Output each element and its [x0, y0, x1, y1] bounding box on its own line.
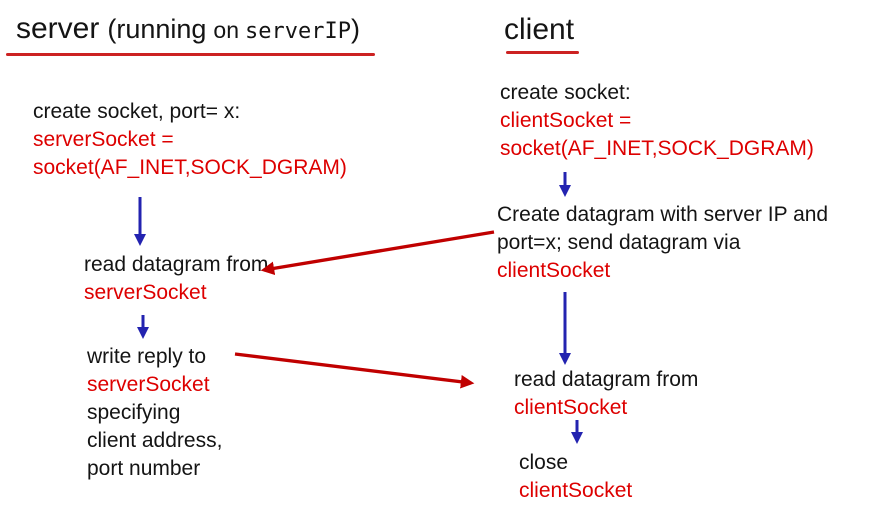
client-title-underline	[506, 51, 579, 54]
server-title-underline	[6, 53, 375, 56]
server-write-reply-block: write reply to serverSocket specifying c…	[87, 343, 222, 483]
text-line: create socket:	[500, 81, 631, 104]
server-title-word: server	[16, 12, 100, 45]
text-line: socket(AF_INET,SOCK_DGRAM)	[500, 137, 814, 160]
text-line: Create datagram with server IP and	[497, 203, 829, 226]
server-title-paren: (running	[107, 14, 207, 44]
client-read-datagram-block: read datagram from clientSocket	[514, 366, 698, 422]
text-line: socket(AF_INET,SOCK_DGRAM)	[33, 156, 347, 179]
client-close-socket-block: close clientSocket	[519, 449, 632, 505]
text-line: read datagram from	[514, 368, 699, 391]
server-create-socket-block: create socket, port= x: serverSocket = s…	[33, 98, 347, 182]
reply-arrow-server-to-client	[234, 352, 475, 389]
text-line: serverSocket =	[33, 128, 174, 151]
text-line: clientSocket	[519, 479, 633, 502]
client-create-socket-block: create socket: clientSocket = socket(AF_…	[500, 79, 814, 163]
text-line: clientSocket	[514, 396, 628, 419]
text-line: client address,	[87, 429, 223, 452]
text-line: port number	[87, 457, 201, 480]
text-line: specifying	[87, 401, 181, 424]
server-title-paren-close: )	[350, 14, 360, 44]
datagram-arrow-client-to-server	[260, 230, 495, 276]
text-line: create socket, port= x:	[33, 100, 241, 123]
text-line: clientSocket =	[500, 109, 632, 132]
server-title-on: on	[213, 17, 240, 43]
server-read-datagram-block: read datagram from serverSocket	[84, 251, 268, 307]
client-send-datagram-block: Create datagram with server IP and port=…	[497, 201, 828, 285]
text-line: close	[519, 451, 569, 474]
text-line: serverSocket	[87, 373, 210, 396]
text-line: write reply to	[87, 345, 207, 368]
text-line: read datagram from	[84, 253, 269, 276]
text-line: serverSocket	[84, 281, 207, 304]
text-line: clientSocket	[497, 259, 611, 282]
client-title: client	[504, 13, 575, 46]
server-title-host: serverIP	[245, 19, 351, 44]
text-line: port=x; send datagram via	[497, 231, 741, 254]
